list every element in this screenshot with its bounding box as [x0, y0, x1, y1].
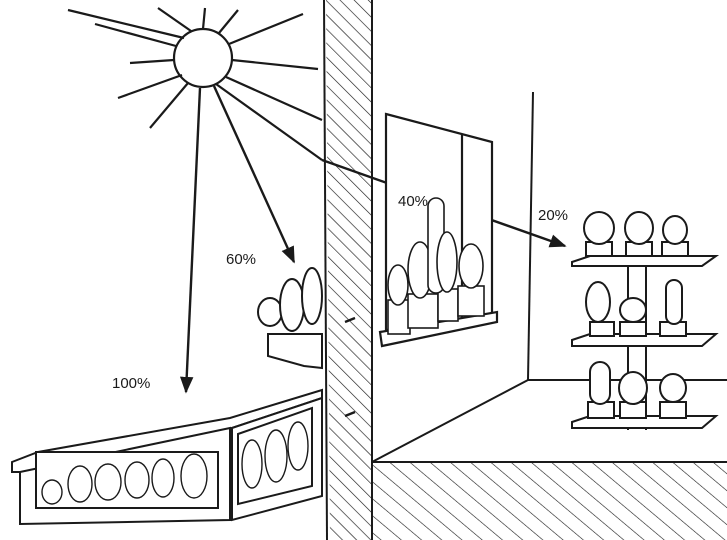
- cold-frame-plants: [41, 421, 309, 505]
- label-window-box-60: 60%: [226, 251, 257, 268]
- sun: [67, 7, 323, 161]
- light-arrows: [179, 85, 567, 394]
- shelf-top: [571, 255, 720, 267]
- label-windowsill-40: 40%: [398, 193, 429, 210]
- plant-stand: [571, 211, 720, 430]
- wall-brackets: [344, 316, 356, 418]
- arrow-to-outdoor: [179, 87, 202, 394]
- window-box: [257, 267, 323, 370]
- wall: [323, 0, 373, 540]
- label-room-shelf-20: 20%: [538, 207, 569, 224]
- floor: [372, 462, 727, 540]
- arrow-to-window-box: [212, 85, 296, 264]
- label-outdoor-100: 100%: [112, 375, 151, 392]
- windowsill-plants: [387, 197, 485, 335]
